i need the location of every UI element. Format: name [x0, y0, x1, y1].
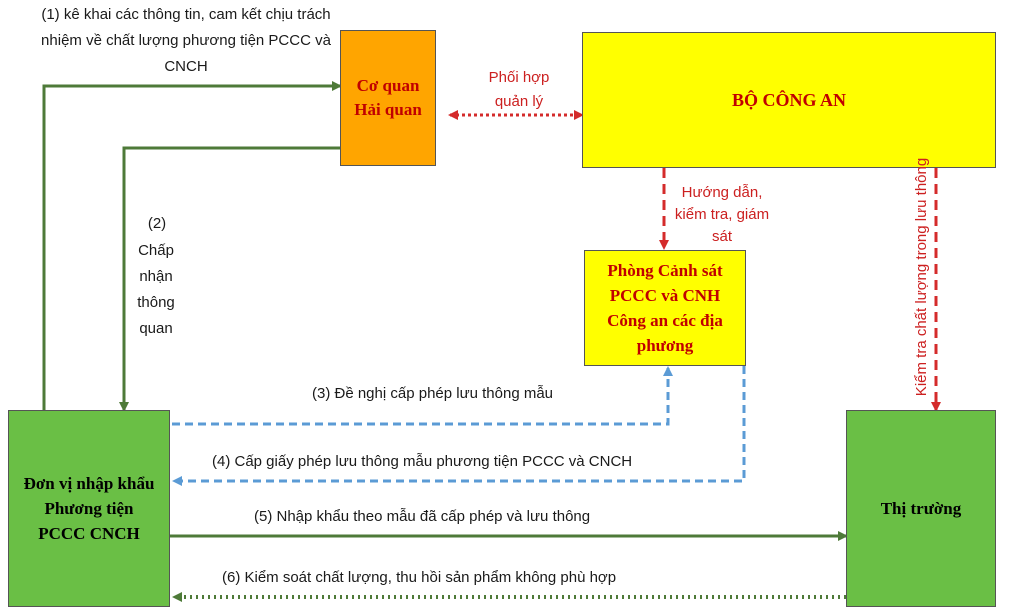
arrow-step4: [172, 366, 746, 486]
arrow-step3: [172, 366, 673, 426]
importer-label: Đơn vị nhập khẩu Phương tiện PCCC CNCH: [23, 474, 155, 543]
arrow-step1: [42, 81, 342, 410]
market-label: Thị trường: [880, 498, 962, 518]
step5-label: (5) Nhập khẩu theo mẫu đã cấp phép và lư…: [254, 508, 591, 525]
market-box: Thị trường: [846, 410, 996, 607]
customs-label: Cơ quan Hải quan: [354, 76, 422, 119]
step3-label: (3) Đề nghị cấp phép lưu thông mẫu: [312, 385, 554, 402]
police-dept-box: Phòng Cảnh sát PCCC và CNH Công an các đ…: [584, 250, 746, 366]
ministry-label: BỘ CÔNG AN: [731, 89, 846, 110]
ministry-box: BỘ CÔNG AN: [582, 32, 996, 168]
police-dept-label: Phòng Cảnh sát PCCC và CNH Công an các đ…: [607, 261, 723, 355]
coordinate-label: Phối hợp quản lý: [488, 69, 550, 110]
quality-check-label: Kiểm tra chất lượng trong lưu thông: [913, 157, 930, 397]
step4-label: (4) Cấp giấy phép lưu thông mẫu phương t…: [212, 453, 633, 470]
importer-box: Đơn vị nhập khẩu Phương tiện PCCC CNCH: [8, 410, 170, 607]
step2-label: Chấp nhận thông quan: [137, 242, 175, 337]
step2-number: (2): [147, 215, 167, 232]
arrow-step2: [119, 146, 340, 412]
customs-box: Cơ quan Hải quan: [340, 30, 436, 166]
step6-label: (6) Kiểm soát chất lượng, thu hồi sản ph…: [222, 569, 617, 586]
guide-label: Hướng dẫn, kiểm tra, giám sát: [674, 184, 770, 245]
step1-label: (1) kê khai các thông tin, cam kết chịu …: [41, 6, 331, 75]
